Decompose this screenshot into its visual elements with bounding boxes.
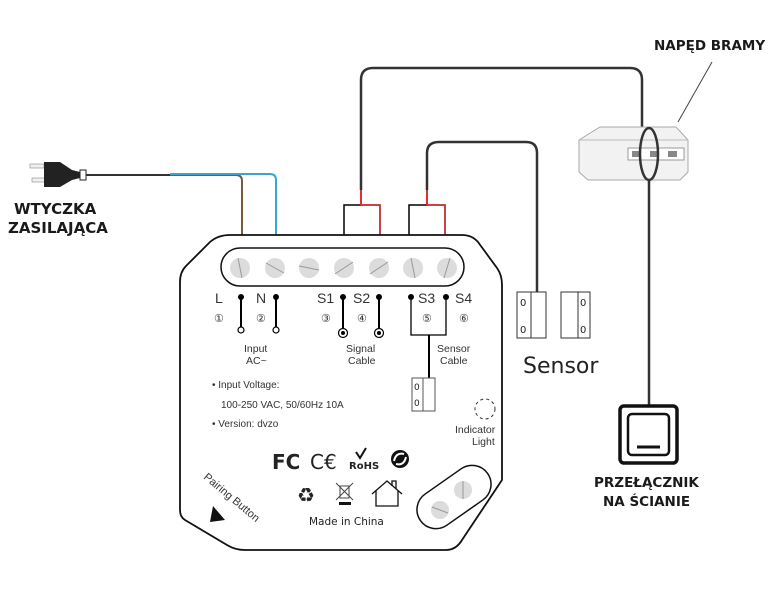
gate-drive-pointer [677, 61, 713, 123]
terminal-S4-number: ⑥ [459, 313, 469, 325]
made-in-label: Made in China [309, 516, 384, 528]
screw-4 [334, 258, 354, 278]
blue-wire [170, 173, 277, 245]
screw-7 [437, 257, 457, 279]
terminal-S1-number: ③ [321, 313, 331, 325]
terminal-L-label: L [215, 290, 223, 306]
terminal-S4-label: S4 [455, 290, 472, 306]
pairing-button-arrow-icon[interactable] [210, 506, 225, 522]
terminal-screws [230, 257, 457, 279]
terminal-S3-label: S3 [418, 290, 435, 306]
screw-1 [230, 257, 250, 279]
screw-2 [265, 258, 285, 278]
indicator-light-icon [474, 398, 496, 420]
fcc-icon: FC [272, 450, 300, 474]
svg-text:0: 0 [414, 399, 420, 409]
gate-drive-icon [578, 126, 689, 405]
rohs-icon: RoHS [349, 447, 379, 472]
signal-leads [337, 294, 385, 339]
wall-switch-icon [618, 404, 679, 465]
terminal-N-label: N [256, 290, 266, 306]
svg-text:RoHS: RoHS [349, 461, 379, 472]
signal-label-line1: Signal [346, 343, 375, 355]
green-dot-icon [391, 450, 409, 468]
terminal-S2-number: ④ [357, 313, 367, 325]
input-label-line2: AC~ [246, 355, 267, 367]
house-icon [371, 480, 403, 507]
smart-module-body [179, 234, 503, 551]
svg-text:0: 0 [580, 325, 586, 336]
svg-text:♻: ♻ [297, 483, 315, 507]
signal-label-line2: Cable [348, 355, 376, 367]
screw-6 [403, 257, 423, 279]
gate-drive-label: NAPĘD BRAMY [654, 38, 765, 54]
screw-3 [298, 258, 320, 278]
ce-icon: C€ [310, 450, 337, 474]
screw-5 [369, 258, 389, 278]
input-leads [237, 294, 280, 334]
sensor-cable-label-line1: Sensor [437, 343, 471, 355]
indicator-label-line2: Light [472, 436, 495, 448]
sensor-leads: 0 0 [408, 294, 449, 412]
svg-text:0: 0 [580, 298, 586, 309]
terminal-S2-label: S2 [353, 290, 370, 306]
terminal-S1-label: S1 [317, 290, 334, 306]
terminal-N-number: ② [256, 313, 266, 325]
input-label-line1: Input [244, 343, 267, 355]
power-plug-icon [29, 162, 87, 187]
svg-text:0: 0 [414, 383, 420, 393]
terminal-S3-number: ⑤ [422, 313, 432, 325]
wall-switch-label-line1: PRZEŁĄCZNIK [594, 475, 699, 491]
wall-switch-label-line2: NA ŚCIANIE [603, 492, 690, 510]
certification-marks: FC C€ RoHS [272, 447, 409, 474]
recycle-icon: ♻ [297, 483, 315, 507]
output-terminal [416, 464, 492, 530]
external-sensor-icon: 0 0 0 0 [516, 291, 591, 339]
plug-label-line1: WTYCZKA [14, 200, 97, 218]
spec-input-voltage-label: • Input Voltage: [212, 380, 279, 391]
spec-version: • Version: dvzo [212, 419, 279, 430]
spec-input-voltage-value: 100-250 VAC, 50/60Hz 10A [221, 400, 344, 411]
plug-label-line2: ZASILAJĄCA [8, 219, 108, 237]
svg-text:0: 0 [520, 325, 526, 336]
terminal-L-number: ① [214, 313, 224, 325]
svg-text:0: 0 [520, 298, 526, 309]
weee-bin-icon [335, 482, 354, 505]
indicator-label-line1: Indicator [455, 424, 496, 436]
sensor-cable-label-line2: Cable [440, 355, 468, 367]
sensor-label: Sensor [523, 354, 599, 379]
